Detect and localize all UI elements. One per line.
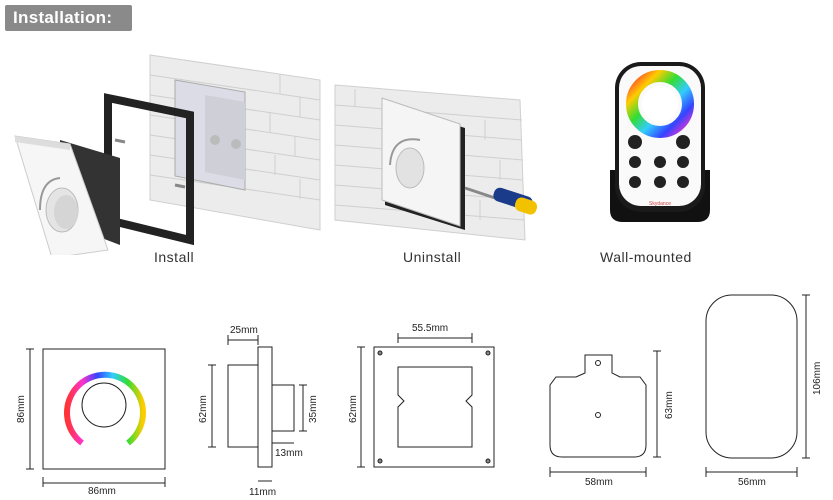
dim-side-knob-depth: 13mm bbox=[275, 448, 303, 459]
remote-outline-drawing bbox=[705, 294, 810, 477]
caption-install: Install bbox=[154, 249, 195, 265]
dimension-drawings: 86mm 86mm 25mm 62mm 35mm 13mm 11mm 55.5m… bbox=[16, 294, 823, 498]
screwdriver-icon bbox=[464, 186, 538, 215]
dim-side-height: 62mm bbox=[198, 395, 209, 423]
wall-box bbox=[174, 79, 246, 191]
dim-panel-width: 86mm bbox=[88, 486, 116, 497]
mounting-box-drawing bbox=[357, 333, 495, 468]
dim-side-knob-height: 35mm bbox=[308, 395, 319, 423]
dim-box-height: 62mm bbox=[348, 395, 359, 423]
panel-front-drawing bbox=[26, 348, 166, 487]
holder-drawing bbox=[549, 350, 661, 477]
color-ring bbox=[64, 371, 146, 446]
caption-wall-mounted: Wall-mounted bbox=[600, 249, 692, 265]
panel-side-drawing bbox=[208, 335, 307, 482]
color-wheel bbox=[626, 70, 694, 138]
dim-remote-height: 106mm bbox=[812, 362, 823, 395]
section-title-badge: Installation: bbox=[5, 5, 132, 31]
uninstall-illustration bbox=[334, 84, 538, 241]
install-illustration bbox=[14, 54, 321, 255]
dim-box-width: 55.5mm bbox=[412, 323, 448, 334]
dim-side-top: 25mm bbox=[230, 325, 258, 336]
wall-mounted-remote: Skydance bbox=[610, 62, 710, 222]
dim-remote-width: 56mm bbox=[738, 477, 766, 488]
dim-panel-height: 86mm bbox=[16, 395, 27, 423]
remote-brand: Skydance bbox=[649, 201, 671, 207]
remote-buttons bbox=[628, 135, 690, 188]
section-title: Installation: bbox=[13, 8, 113, 27]
dim-side-plate: 11mm bbox=[249, 487, 276, 498]
caption-uninstall: Uninstall bbox=[403, 249, 462, 265]
dim-holder-width: 58mm bbox=[585, 477, 613, 488]
install-panel bbox=[14, 135, 120, 255]
dim-holder-height: 63mm bbox=[664, 391, 675, 419]
uninstall-panel bbox=[381, 97, 465, 230]
